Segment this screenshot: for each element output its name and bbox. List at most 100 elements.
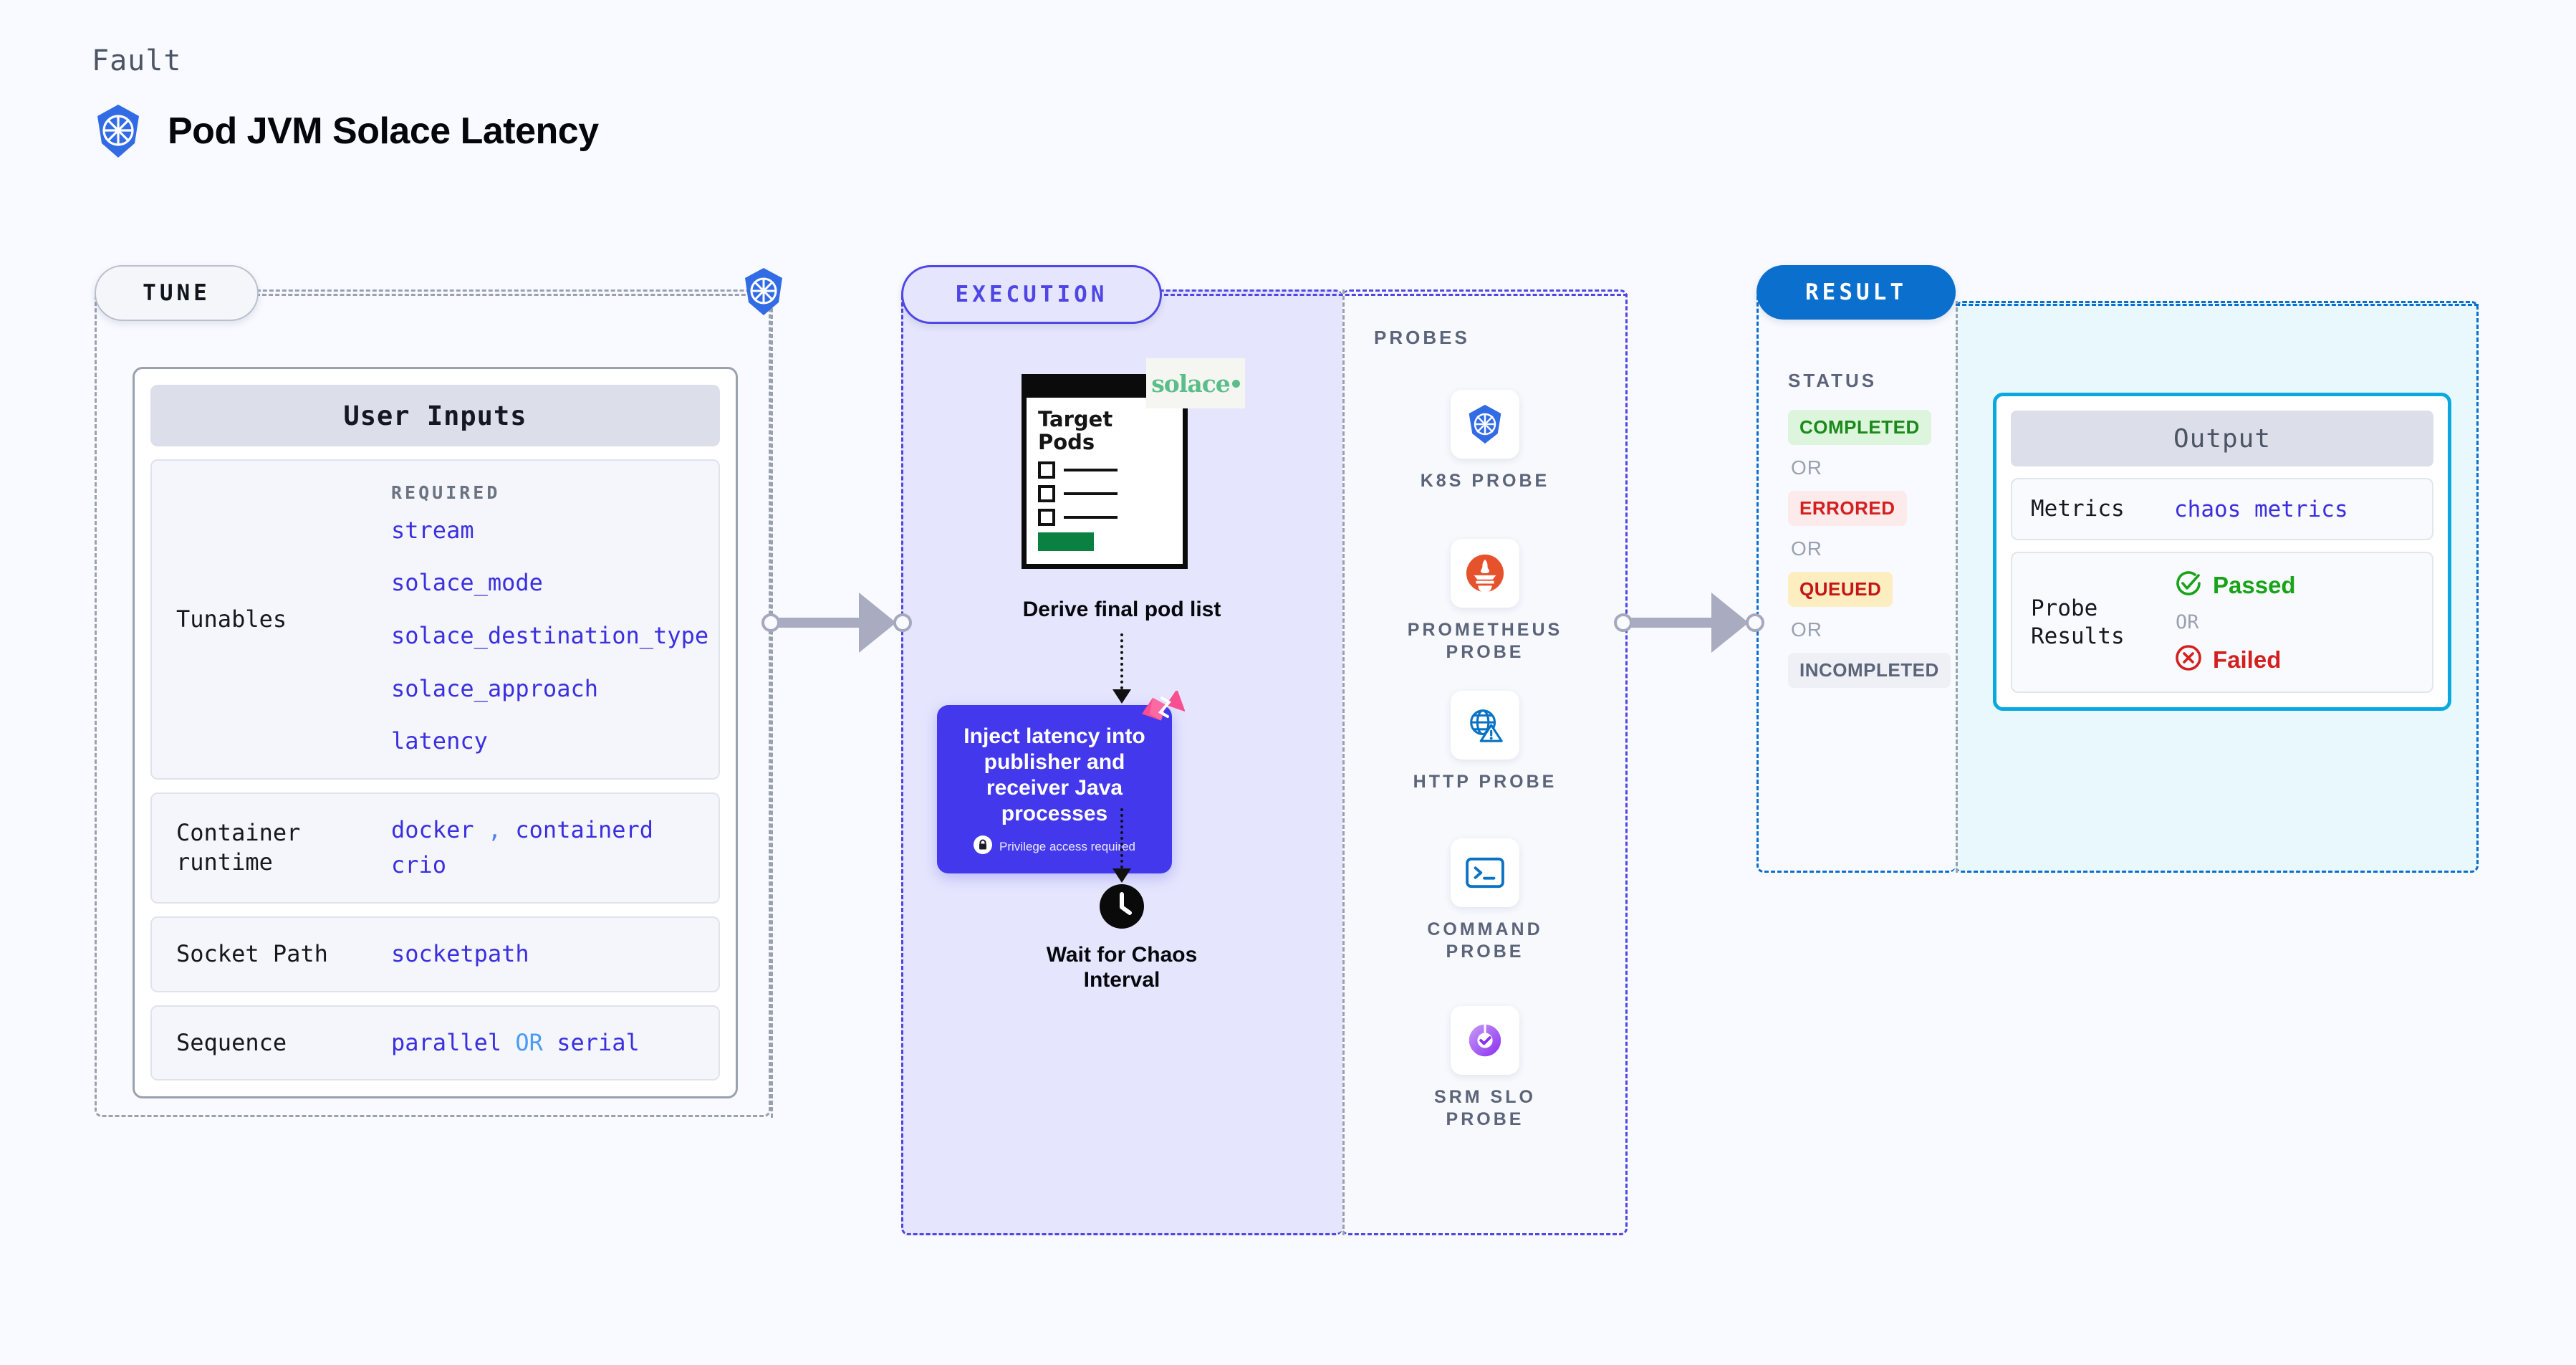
probe-item-command[interactable]: COMMAND PROBE xyxy=(1342,838,1628,962)
verdict-passed: Passed xyxy=(2174,569,2413,601)
table-row: Sequence parallel OR serial xyxy=(150,1005,720,1081)
probe-label: PROMETHEUS PROBE xyxy=(1407,620,1563,662)
http-globe-warning-icon xyxy=(1451,691,1519,760)
probe-label: COMMAND PROBE xyxy=(1427,919,1543,962)
checkbox-icon xyxy=(1038,461,1055,479)
value-serial: serial xyxy=(557,1028,640,1056)
metrics-value: chaos metrics xyxy=(2174,496,2348,522)
list-item: stream xyxy=(391,516,474,544)
value-docker: docker xyxy=(391,815,474,843)
value-or: OR xyxy=(515,1028,543,1056)
failed-label: Failed xyxy=(2213,646,2282,673)
container-runtime-label: Container runtime xyxy=(176,819,301,876)
green-bar xyxy=(1038,532,1094,551)
kubernetes-icon xyxy=(92,103,145,159)
list-item xyxy=(1038,461,1171,479)
x-circle-icon xyxy=(2174,643,2203,676)
tune-leader-line xyxy=(256,294,772,296)
user-inputs-card: User Inputs Tunables REQUIRED stream sol… xyxy=(133,367,738,1099)
clock-icon xyxy=(1100,884,1144,929)
kubernetes-icon xyxy=(1451,390,1519,459)
tab-tune[interactable]: TUNE xyxy=(95,265,259,321)
tab-execution[interactable]: EXECUTION xyxy=(901,265,1162,324)
probe-item-k8s[interactable]: K8S PROBE xyxy=(1342,390,1628,492)
socket-path-value: socketpath xyxy=(391,939,529,967)
chaos-tag-icon xyxy=(1140,689,1186,729)
status-badge-completed: COMPLETED xyxy=(1788,410,1931,445)
probe-item-http[interactable]: HTTP PROBE xyxy=(1342,691,1628,793)
table-row: Tunables REQUIRED stream solace_mode sol… xyxy=(150,459,720,780)
page-title: Pod JVM Solace Latency xyxy=(168,110,599,152)
kubernetes-icon xyxy=(740,267,787,320)
sequence-label: Sequence xyxy=(176,1028,287,1056)
probe-label: K8S PROBE xyxy=(1420,471,1550,491)
connector-arrowhead xyxy=(859,593,896,653)
execution-content: Target Pods solace xyxy=(901,289,1342,1235)
tab-result[interactable]: RESULT xyxy=(1756,265,1956,320)
required-label: REQUIRED xyxy=(391,482,501,503)
result-content: STATUS COMPLETED OR ERRORED OR QUEUED OR… xyxy=(1756,289,1956,873)
probes-title: PROBES xyxy=(1374,327,1470,348)
probe-item-srm-slo[interactable]: SRM SLO PROBE xyxy=(1342,1006,1628,1130)
metrics-label: Metrics xyxy=(2031,496,2125,522)
inject-latency-text: Inject latency into publisher and receiv… xyxy=(963,724,1145,825)
tune-vertical-line xyxy=(771,308,773,1118)
check-circle-icon xyxy=(2174,569,2203,601)
sequence-values: parallel OR serial xyxy=(391,1025,694,1061)
status-list: COMPLETED OR ERRORED OR QUEUED OR INCOMP… xyxy=(1788,410,1951,688)
checkbox-icon xyxy=(1038,484,1055,502)
tunables-label: Tunables xyxy=(176,605,287,633)
status-badge-queued: QUEUED xyxy=(1788,572,1893,607)
placeholder-line xyxy=(1064,492,1118,495)
connector-tune-to-execution xyxy=(761,593,912,653)
probes-content: PROBES K8S PROBE xyxy=(1342,289,1628,1235)
connector-dot-right xyxy=(1746,613,1764,632)
list-item: solace_approach xyxy=(391,674,598,702)
status-badge-incompleted: INCOMPLETED xyxy=(1788,653,1951,688)
execution-leader-line xyxy=(1158,294,1628,296)
socket-path-label: Socket Path xyxy=(176,940,328,968)
status-title: STATUS xyxy=(1788,370,1878,391)
prometheus-icon xyxy=(1451,539,1519,608)
solace-wordmark: solace xyxy=(1151,369,1231,398)
target-pods-illustration: Target Pods solace xyxy=(1022,358,1245,569)
list-item xyxy=(1038,508,1171,526)
connector-bar xyxy=(779,618,863,628)
probe-label: HTTP PROBE xyxy=(1413,772,1557,792)
connector-execution-to-result xyxy=(1614,593,1764,653)
connector-bar xyxy=(1631,618,1716,628)
probe-item-prometheus[interactable]: PROMETHEUS PROBE xyxy=(1342,539,1628,663)
solace-logo: solace xyxy=(1146,358,1245,408)
passed-label: Passed xyxy=(2213,571,2296,598)
derive-pod-list-label: Derive final pod list xyxy=(1022,598,1221,621)
privilege-note-text: Privilege access required xyxy=(999,839,1135,853)
list-item xyxy=(1038,484,1171,502)
fault-kicker: Fault xyxy=(92,44,182,77)
verdict-failed: Failed xyxy=(2174,643,2413,676)
probes-divider xyxy=(1342,289,1345,1235)
or-separator: OR xyxy=(2176,611,2199,634)
connector-dot-left xyxy=(761,613,780,632)
tunables-list: stream solace_mode solace_destination_ty… xyxy=(391,513,708,760)
user-inputs-title: User Inputs xyxy=(150,385,720,446)
wait-for-chaos-label: Wait for Chaos Interval xyxy=(1046,943,1198,992)
target-pods-title: Target Pods xyxy=(1038,407,1113,455)
status-badge-errored: ERRORED xyxy=(1788,491,1907,526)
result-divider xyxy=(1956,301,1958,873)
list-item: solace_mode xyxy=(391,569,543,597)
or-separator: OR xyxy=(1791,618,1822,641)
privilege-note: Privilege access required xyxy=(953,835,1156,858)
list-item: solace_destination_type xyxy=(391,621,709,649)
value-parallel: parallel xyxy=(391,1028,502,1056)
connector-dot-right xyxy=(893,613,912,632)
terminal-icon xyxy=(1451,838,1519,907)
result-leader-line xyxy=(1956,304,2479,306)
list-item: latency xyxy=(391,727,488,755)
tune-stage-frame xyxy=(95,289,771,1117)
lock-icon xyxy=(974,835,993,858)
value-containerd: containerd xyxy=(515,815,654,843)
output-title: Output xyxy=(2011,411,2433,466)
